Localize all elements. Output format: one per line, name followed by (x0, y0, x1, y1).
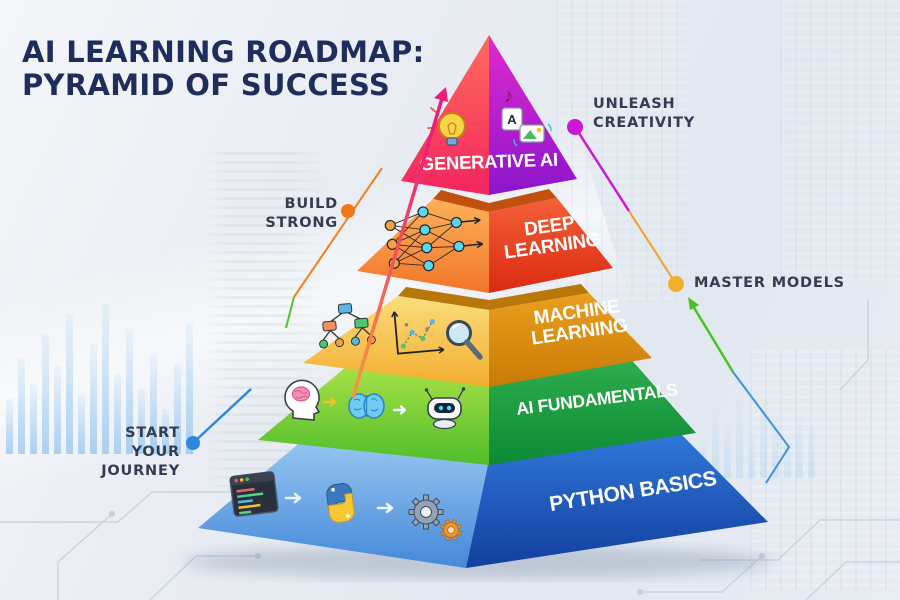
robot-icon (424, 387, 466, 430)
master-models-label: MASTER MODELS (694, 275, 845, 291)
level-generative-ai: ♪ A GENERATIVE AI (401, 35, 577, 195)
machine-learning-left-face (303, 296, 489, 387)
growth-arrow-line (351, 94, 445, 398)
arrow-icon (376, 502, 394, 514)
ai-letter-card-icon: A (501, 107, 523, 131)
machine-learning-right-face (489, 293, 652, 387)
level-deep-learning: DEEP LEARNING (357, 189, 613, 293)
gears-icon (408, 494, 462, 541)
master-line (628, 210, 677, 285)
deep-learning-right-face (489, 198, 613, 293)
unleash-line (573, 126, 631, 212)
page-title: AI LEARNING ROADMAP: PYRAMID OF SUCCESS (22, 36, 425, 102)
level-machine-learning: MACHINE LEARNING (303, 284, 652, 387)
build-strong-label: BUILD STRONG (265, 196, 338, 231)
python-basics-right-face (466, 432, 768, 568)
right-green-arrow-line (688, 300, 735, 373)
arrow-icon (322, 397, 337, 407)
generative-ai-label: GENERATIVE AI (419, 149, 558, 175)
start-your-journey-label: START YOUR JOURNEY (101, 425, 180, 479)
decision-tree-icon (319, 303, 376, 349)
connector-lines (186, 87, 791, 484)
lightbulb-icon (427, 99, 477, 146)
growth-arrow-head (434, 87, 448, 102)
unleash-creativity-label: UNLEASH CREATIVITY (593, 96, 696, 131)
svg-text:A: A (507, 112, 517, 127)
start-journey-dot (186, 436, 200, 450)
image-generation-icon (513, 123, 552, 147)
unleash-creativity-dot (567, 119, 583, 135)
page-title-line1: AI LEARNING ROADMAP: (22, 35, 425, 69)
start-journey-line (192, 388, 252, 444)
deep-learning-top-rim (433, 189, 557, 212)
brain-icon (348, 393, 385, 419)
right-blue-line (732, 371, 791, 484)
build-strong-dot (341, 204, 355, 218)
arrow-icon (284, 492, 302, 504)
magnifier-icon (446, 320, 483, 360)
build-strong-line (293, 167, 383, 298)
code-editor-icon (229, 471, 279, 517)
left-green-line (285, 296, 295, 329)
ai-fundamentals-right-face (489, 357, 696, 465)
music-note-icon: ♪ (504, 86, 514, 107)
generative-ai-right-face (489, 35, 577, 195)
machine-learning-top-rim (398, 284, 589, 310)
scatter-chart-icon (391, 311, 445, 355)
python-logo-icon (326, 483, 355, 523)
level-ai-fundamentals: AI FUNDAMENTALS (258, 348, 696, 465)
head-profile-icon (284, 379, 321, 421)
right-green-arrow-head (688, 297, 699, 310)
arrow-icon (392, 405, 407, 415)
master-models-dot (668, 276, 684, 292)
page-title-line2: PYRAMID OF SUCCESS (22, 67, 391, 102)
